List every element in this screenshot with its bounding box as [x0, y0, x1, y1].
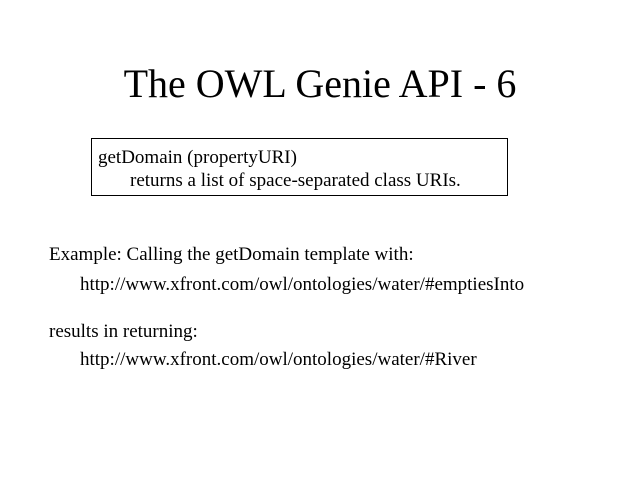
- result-intro: results in returning:: [49, 321, 198, 342]
- example-intro: Example: Calling the getDomain template …: [49, 244, 414, 265]
- method-description: returns a list of space-separated class …: [130, 170, 461, 191]
- definition-box: getDomain (propertyURI) returns a list o…: [91, 138, 508, 196]
- method-signature: getDomain (propertyURI): [98, 147, 297, 168]
- slide-title: The OWL Genie API - 6: [123, 61, 517, 106]
- example-input-uri: http://www.xfront.com/owl/ontologies/wat…: [80, 274, 525, 295]
- result-output-uri: http://www.xfront.com/owl/ontologies/wat…: [80, 349, 477, 370]
